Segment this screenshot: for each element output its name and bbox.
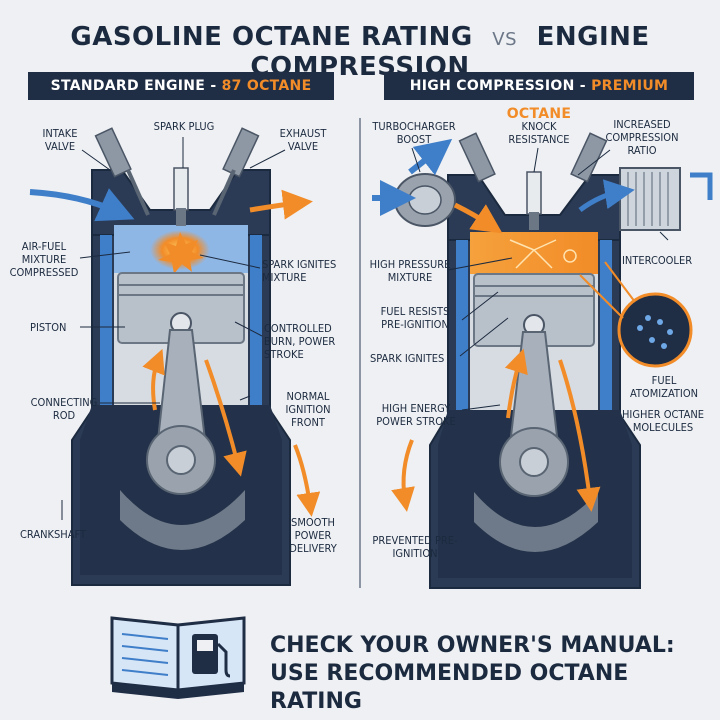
label-knock-resistance: KNOCK RESISTANCE [508,120,570,146]
label-exhaust-valve: EXHAUST VALVE [279,127,327,153]
label-turbocharger-boost: TURBOCHARGER BOOST [372,120,456,146]
label-spark-ignites-right: SPARK IGNITES [370,352,445,365]
label-normal-ignition-front: NORMAL IGNITION FRONT [285,390,331,429]
label-high-energy-power-stroke: HIGH ENERGY POWER STROKE [376,402,456,428]
label-intercooler: INTERCOOLER [622,254,693,267]
label-air-fuel-mixture: AIR-FUEL MIXTURE COMPRESSED [9,240,79,279]
label-connecting-rod: CONNECTING ROD [30,396,98,422]
label-prevented-preignition: PREVENTED PRE-IGNITION [372,534,458,560]
label-high-pressure-mixture: HIGH PRESSURE MIXTURE [369,258,451,284]
label-spark-ignites-mixture: SPARK IGNITES MIXTURE [262,258,337,284]
footer-line-2: USE RECOMMENDED OCTANE RATING [270,661,629,714]
panel-divider [359,118,361,588]
left-banner-main: STANDARD ENGINE - [50,78,222,94]
label-fuel-resists-preignition: FUEL RESISTS PRE-IGNITION [380,305,450,331]
label-controlled-burn: CONTROLLED BURN, POWER STROKE [264,322,336,361]
label-higher-octane-molecules: HIGHER OCTANE MOLECULES [621,408,705,434]
right-banner-main: HIGH COMPRESSION - [409,78,592,94]
label-piston: PISTON [30,321,67,334]
label-increased-compression: INCREASED COMPRESSION RATIO [605,118,679,157]
label-crankshaft: CRANKSHAFT [20,528,87,541]
footer-message: CHECK YOUR OWNER'S MANUAL: USE RECOMMEND… [270,632,720,716]
label-spark-plug: SPARK PLUG [153,120,215,133]
title-vs: VS [492,29,518,50]
left-engine [29,127,321,586]
footer-line-1: CHECK YOUR OWNER'S MANUAL: [270,633,675,658]
label-fuel-atomization: FUEL ATOMIZATION [629,374,699,400]
label-smooth-power-delivery: SMOOTH POWER DELIVERY [289,516,337,555]
label-intake-valve: INTAKE VALVE [42,127,78,153]
left-banner: STANDARD ENGINE - 87 OCTANE [28,72,334,100]
left-leader-lines [61,137,286,520]
fuel-pump-icon [192,634,231,678]
left-banner-accent: 87 OCTANE [221,78,312,94]
right-leader-lines [411,147,669,411]
right-banner-accent: PREMIUM OCTANE [506,78,669,122]
owners-manual-book-icon [110,616,246,699]
title-left: GASOLINE OCTANE RATING [70,22,473,52]
right-banner: HIGH COMPRESSION - PREMIUM OCTANE [384,72,694,122]
